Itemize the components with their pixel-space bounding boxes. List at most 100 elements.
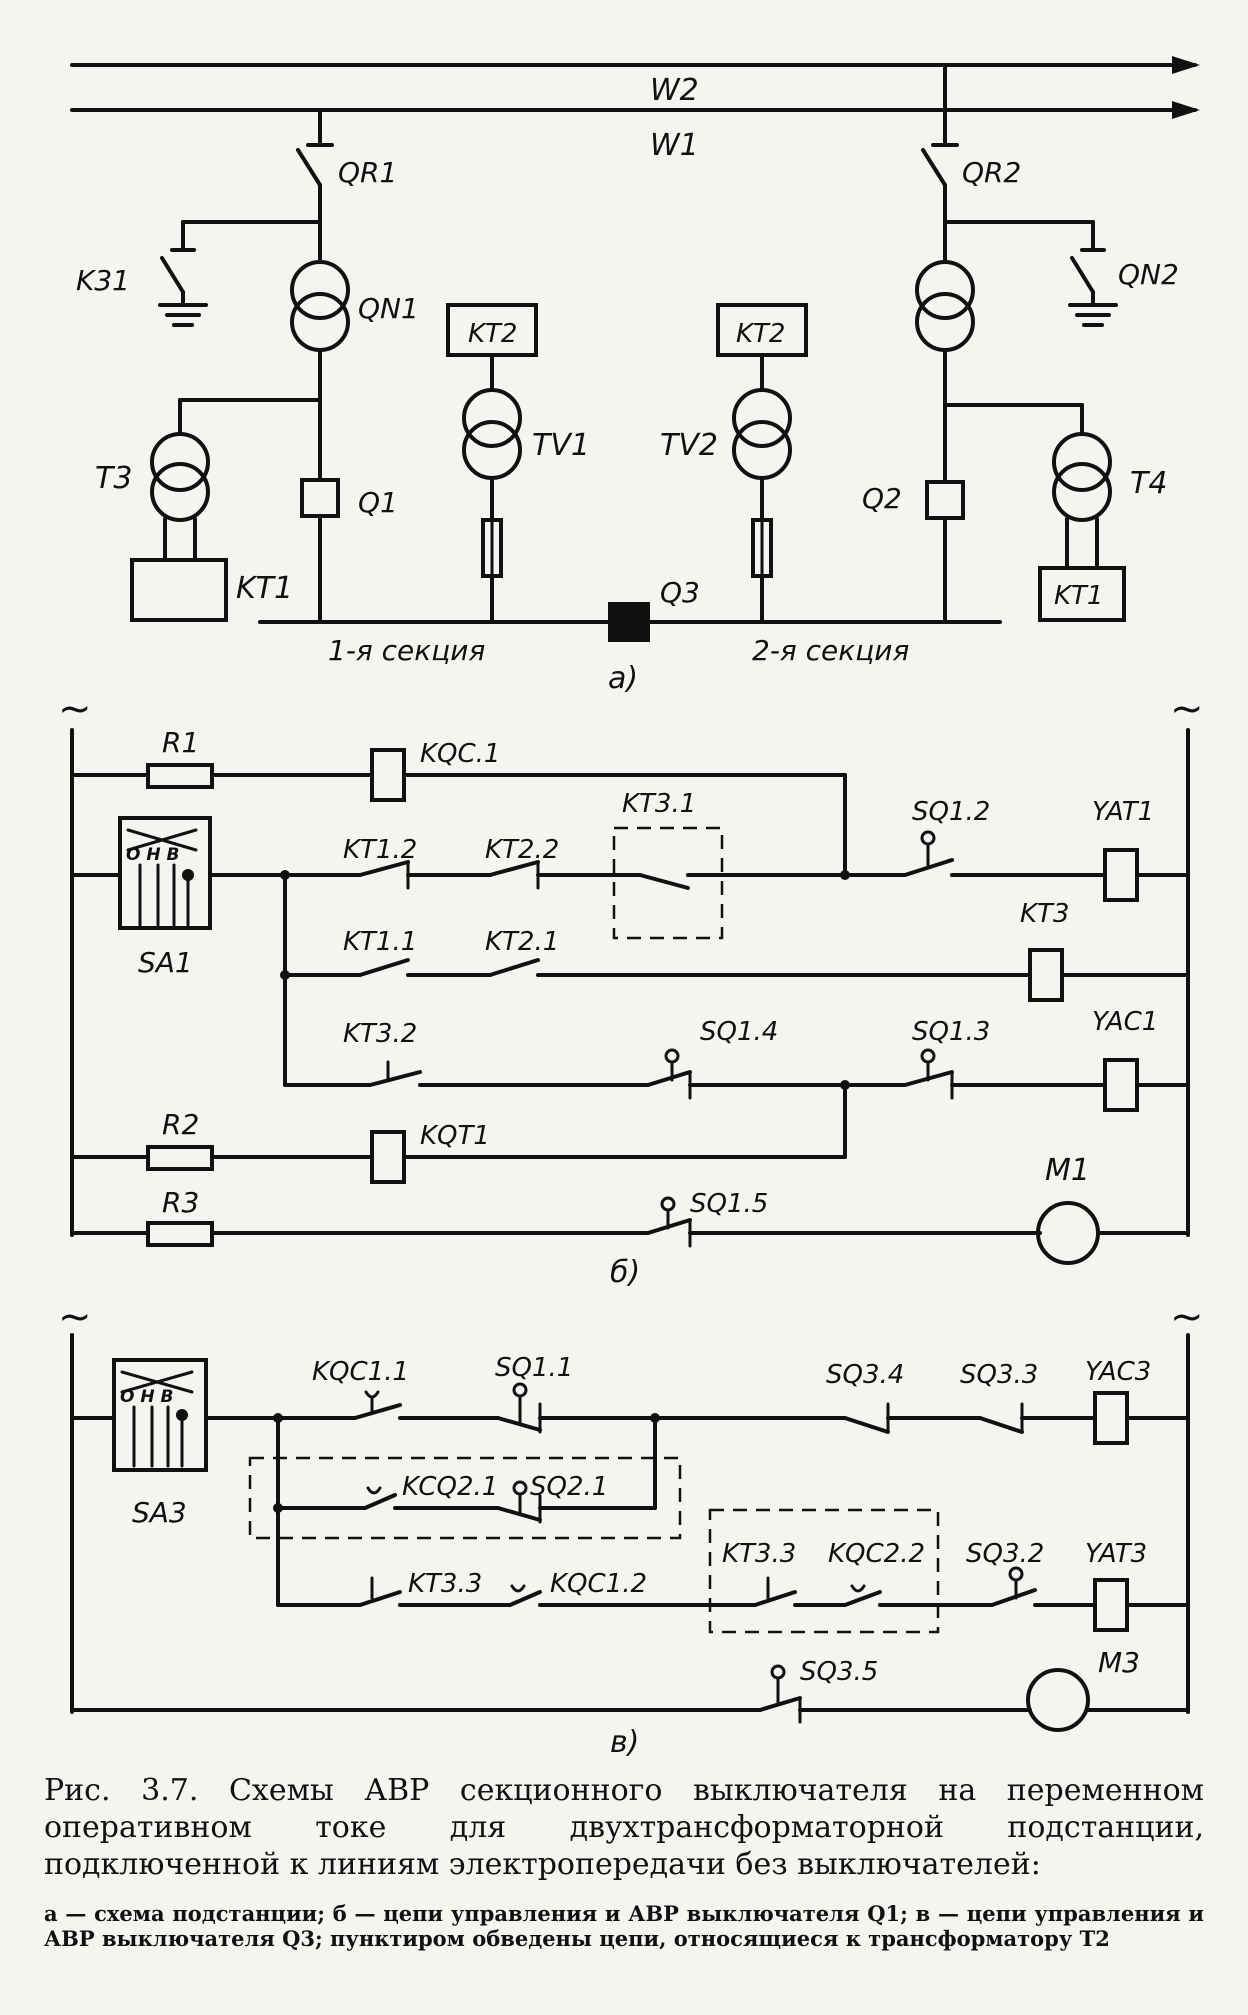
- k31-label: K31: [76, 264, 130, 297]
- tv2-label: TV2: [660, 428, 718, 463]
- kqc22-label: KQC2.2: [828, 1539, 925, 1569]
- sa3-label: SA3: [132, 1496, 187, 1529]
- yat1-label: YAT1: [1092, 797, 1154, 827]
- figure-caption: Рис. 3.7. Схемы АВР секционного выключат…: [44, 1772, 1204, 1951]
- tv2-coil-bottom: [732, 420, 792, 480]
- q2-breaker: [925, 480, 965, 520]
- kqc1-coil: [370, 748, 406, 802]
- sq35-contact: [758, 1696, 802, 1712]
- kt31-label: KT3.1: [622, 789, 696, 819]
- kt22-contact: [488, 860, 540, 877]
- kt1-right-label: KT1: [1054, 581, 1103, 611]
- yac3-label: YAC3: [1085, 1357, 1151, 1387]
- w2-label: W2: [650, 73, 699, 108]
- t4-coil-bottom: [1052, 462, 1112, 522]
- qn2-label: QN2: [1118, 258, 1179, 291]
- kt33-left-contact: [358, 1590, 402, 1607]
- diagram-b-letter: б): [610, 1255, 640, 1290]
- kt11-label: KT1.1: [343, 927, 417, 957]
- qr2-disconnector: [921, 148, 947, 187]
- tilde-right-c: ~: [1170, 1294, 1204, 1340]
- tilde-right-b: ~: [1170, 686, 1204, 732]
- t4-coil-top: [1052, 432, 1112, 492]
- tilde-left-b: ~: [58, 686, 92, 732]
- qr1-label: QR1: [338, 156, 397, 189]
- q1-label: Q1: [358, 486, 398, 519]
- k31-grounding-switch: [160, 256, 185, 294]
- sq32-contact: [990, 1588, 1037, 1607]
- section1-label: 1-я секция: [328, 634, 485, 667]
- kt11-contact: [358, 958, 410, 977]
- sq21-contact: [496, 1506, 542, 1522]
- sa1-marks: О Н В: [126, 845, 179, 865]
- yat3-coil: [1093, 1578, 1129, 1632]
- line-w1-arrow: [1172, 101, 1200, 119]
- sq21-label: SQ2.1: [530, 1472, 608, 1502]
- caption-main-text: Рис. 3.7. Схемы АВР секционного выключат…: [44, 1773, 1204, 1882]
- tv1-label: TV1: [532, 428, 590, 463]
- tv2-coil-top: [732, 388, 792, 448]
- sq14-contact: [646, 1070, 692, 1087]
- kt33-left-label: KT3.3: [408, 1569, 482, 1599]
- kqt1-label: KQT1: [420, 1121, 490, 1151]
- kqt1-coil: [370, 1130, 406, 1184]
- r3-resistor: [146, 1221, 214, 1247]
- caption-note-text: а — схема подстанции; б — цепи управлени…: [44, 1901, 1204, 1951]
- qn2-coil-top: [915, 260, 975, 320]
- kqc11-top-label: KQC1.1: [312, 1357, 409, 1387]
- section2-label: 2-я секция: [752, 634, 909, 667]
- sq34-label: SQ3.4: [826, 1360, 904, 1390]
- qn1-coil-bottom: [290, 292, 350, 352]
- qr2-label: QR2: [962, 156, 1021, 189]
- kt1-right-box: [1038, 566, 1126, 622]
- kt3-label: KT3: [1020, 899, 1069, 929]
- tv1-coil-top: [462, 388, 522, 448]
- kt1-left-label: KT1: [236, 571, 293, 606]
- sq12-contact: [903, 858, 954, 877]
- kqc12-contact: [508, 1590, 542, 1607]
- sq33-contact: [978, 1416, 1024, 1434]
- r2-resistor: [146, 1145, 214, 1171]
- sa3-marks: О Н В: [120, 1387, 173, 1407]
- kcq21-label: KCQ2.1: [402, 1472, 498, 1502]
- control-circuit-q1: ~ ~ R1 KQC.1 О Н В SA1 KT1.2 KT2.2: [58, 686, 1204, 1290]
- yac3-coil: [1093, 1391, 1129, 1445]
- yac1-coil: [1103, 1058, 1139, 1112]
- r2-label: R2: [162, 1108, 199, 1141]
- kt33-right-contact: [753, 1590, 797, 1607]
- kt3-coil: [1028, 948, 1064, 1002]
- kt2-right-box: [716, 303, 808, 357]
- r3-label: R3: [162, 1186, 199, 1219]
- line-w2-arrow: [1172, 56, 1200, 74]
- kcq21-contact: [363, 1493, 397, 1510]
- r1-resistor: [146, 763, 214, 789]
- kt1-left-box: [130, 558, 228, 622]
- yat1-coil: [1103, 848, 1139, 902]
- qr1-disconnector: [296, 148, 322, 187]
- q1-breaker: [300, 478, 340, 518]
- tv1-coil-bottom: [462, 420, 522, 480]
- sq35-label: SQ3.5: [800, 1657, 878, 1687]
- m1-motor: [1036, 1201, 1100, 1265]
- q3-label: Q3: [660, 576, 700, 609]
- sq13-label: SQ1.3: [912, 1017, 990, 1047]
- kt22-label: KT2.2: [485, 835, 559, 865]
- kqc1-label: KQC.1: [420, 739, 500, 769]
- t4-label: T4: [1130, 466, 1167, 501]
- qn2-coil-bottom: [915, 292, 975, 352]
- qn1-coil-top: [290, 260, 350, 320]
- kt21-contact: [488, 958, 540, 977]
- substation-diagram: W2 W1 QR1 K31 QN1 T3 KT1 Q1: [70, 56, 1200, 696]
- sa1-label: SA1: [138, 946, 193, 979]
- t2-dashed-group-right: [708, 1508, 940, 1634]
- sa3-switch: [112, 1358, 208, 1472]
- q3-section-breaker: [608, 602, 650, 642]
- t3-coil-top: [150, 432, 210, 492]
- sq14-label: SQ1.4: [700, 1017, 778, 1047]
- m1-label: M1: [1045, 1153, 1090, 1188]
- r1-label: R1: [162, 726, 199, 759]
- kqc22-contact: [843, 1590, 882, 1607]
- q2-label: Q2: [862, 482, 902, 515]
- kt2-left-label: KT2: [468, 319, 517, 349]
- qn2-grounding-switch: [1070, 256, 1095, 294]
